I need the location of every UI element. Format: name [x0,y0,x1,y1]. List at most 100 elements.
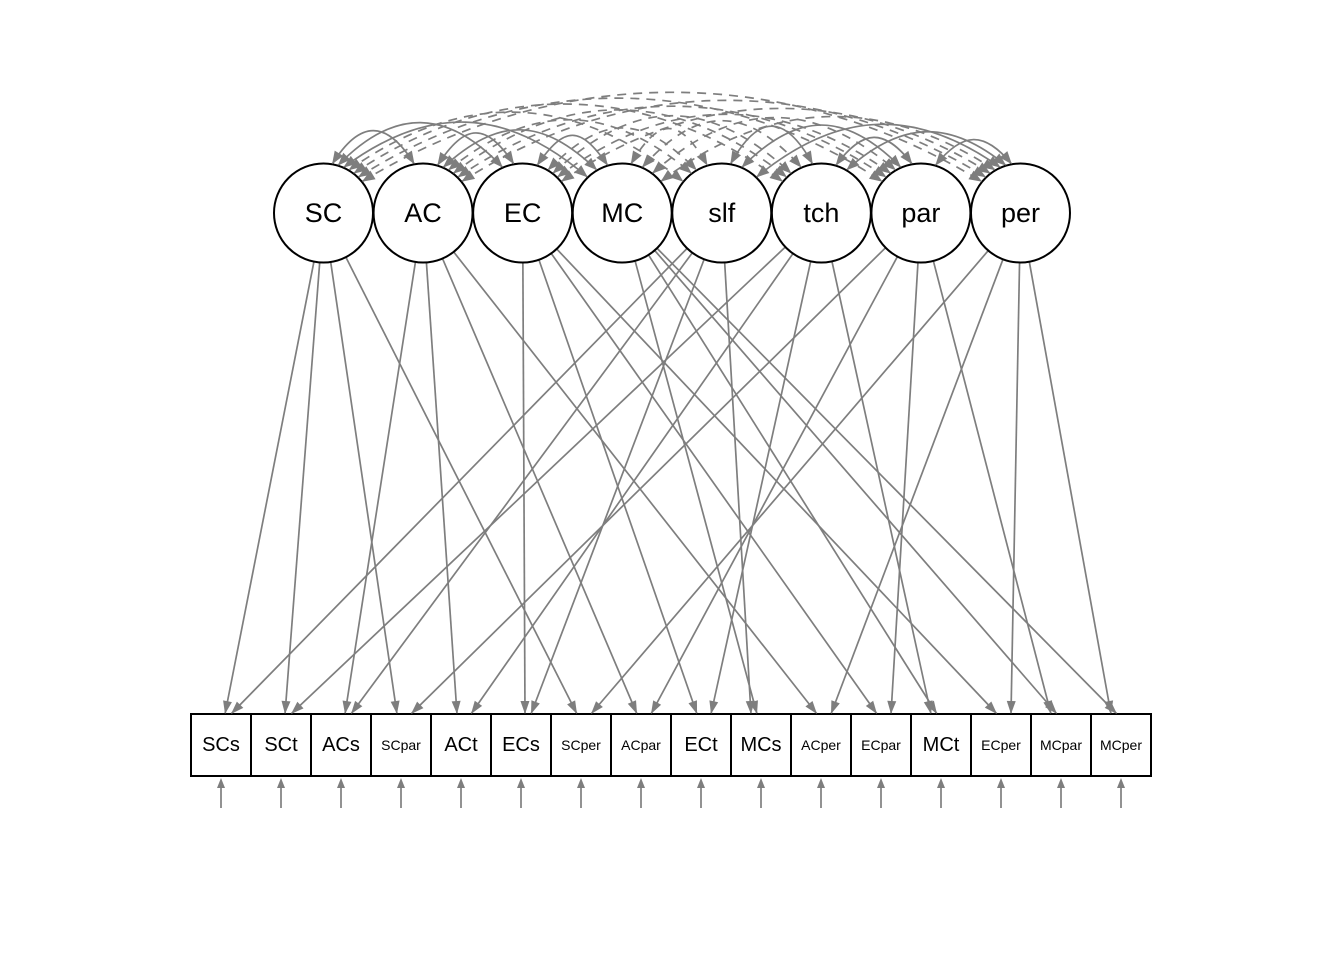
loading-arrowhead-icon [291,701,304,714]
manifest-label-ACpar: ACpar [621,737,661,753]
covariance-arrowhead-icon [490,154,503,168]
manifest-label-ECper: ECper [981,737,1021,753]
covariance-arrowhead-icon [769,169,783,182]
loading-arrowhead-icon [865,700,877,714]
covariance-arrowhead-icon [560,170,575,182]
loading-arrowhead-icon [984,701,997,714]
covariance-edge-EC-MC [536,134,609,167]
loading-edge-EC-ECpar [550,252,878,715]
loading-arrowhead-icon [1043,700,1053,714]
loading-arrowhead-icon [831,700,840,714]
loading-edge-SC-SCs [224,261,315,715]
manifest-node-SCs: SCs [190,713,252,777]
loading-edge-per-MCper [1028,261,1112,715]
loading-edge-per-ECper [1010,262,1021,715]
covariance-arrowhead-icon [741,154,755,168]
loading-arrowhead-icon [411,701,424,714]
covariance-arrowhead-icon [437,151,449,166]
manifest-node-MCt: MCt [910,713,972,777]
covariance-arrowhead-icon [778,161,792,174]
manifest-label-MCper: MCper [1100,737,1142,753]
residual-arrowhead-icon [877,778,885,788]
loading-edge-MC-MCper [656,247,1118,715]
loading-arrowhead-icon [651,700,662,714]
covariance-arrowhead-icon [502,150,515,165]
covariance-arrowhead-icon [773,165,787,178]
covariance-arrowhead-icon [630,150,642,165]
manifest-rect-SCs [190,713,252,777]
covariance-arrowhead-icon [403,150,415,165]
covariance-arrowhead-icon [684,157,697,171]
loading-edge-slf-MCs [723,262,752,715]
manifest-rect-MCpar [1030,713,1092,777]
loading-edge-slf-ACs [350,252,694,715]
residual-arrowhead-icon [1057,778,1065,788]
loading-arrowhead-icon [627,700,637,714]
manifest-label-ECs: ECs [502,734,540,756]
latent-label-SC: SC [305,198,343,228]
covariance-edge-SC-par [357,97,884,183]
covariance-edge-SC-per [361,91,983,183]
covariance-arrowhead-icon [448,158,462,171]
latent-label-slf: slf [708,198,735,228]
covariance-edge-AC-MC [442,128,598,171]
covariance-arrowhead-icon [642,154,655,168]
latent-node-slf: slf [671,162,773,264]
manifest-label-ACper: ACper [801,737,841,753]
loading-edge-MC-MCs [634,260,758,715]
manifest-node-ACpar: ACpar [610,713,672,777]
covariance-arrowhead-icon [332,150,344,165]
arrowhead-layer [217,150,1125,788]
manifest-rect-ECs [490,713,552,777]
loading-arrowhead-icon [923,700,933,714]
manifest-node-MCs: MCs [730,713,792,777]
loading-edge-SC-SCper [345,256,578,715]
covariance-arrowhead-icon [552,161,566,174]
loading-arrowhead-icon [805,700,817,714]
manifest-label-SCt: SCt [264,734,298,756]
covariance-arrowhead-icon [868,170,883,182]
latent-label-tch: tch [803,198,839,228]
loading-edge-par-ACpar [650,256,899,715]
latent-node-per: per [969,162,1071,264]
covariance-arrowhead-icon [756,165,770,178]
manifest-rect-ECper [970,713,1032,777]
residual-arrowhead-icon [397,778,405,788]
residual-arrowhead-icon [517,778,525,788]
covariance-arrowhead-icon [992,153,1007,166]
covariance-edge-slf-par [740,124,902,169]
loading-arrowhead-icon [223,700,232,714]
covariance-edge-EC-per [560,107,992,183]
residual-arrowhead-icon [997,778,1005,788]
covariance-edge-EC-slf [547,127,698,171]
manifest-rect-SCt [250,713,312,777]
loading-arrowhead-icon [709,700,719,714]
residual-arrowhead-icon [337,778,345,788]
manifest-node-SCper: SCper [550,713,612,777]
manifest-label-ACt: ACt [444,734,478,756]
covariance-arrowhead-icon [999,151,1012,165]
loading-edge-AC-ACper [452,251,818,715]
loading-arrowhead-icon [1006,700,1016,714]
latent-label-par: par [901,198,940,228]
loading-arrowhead-icon [745,700,755,714]
latent-label-per: per [1001,198,1040,228]
covariance-edge-tch-par [834,136,913,167]
loading-arrowhead-icon [567,700,577,714]
covariance-edge-SC-EC [337,121,504,169]
residual-arrowhead-icon [277,778,285,788]
loading-edge-SC-SCpar [329,261,398,715]
loading-edge-slf-SCs [230,247,688,715]
loading-edge-AC-ACt [425,262,458,715]
manifest-label-ECt: ECt [684,734,718,756]
manifest-rect-MCper [1090,713,1152,777]
covariance-edge-MC-tch [641,120,803,169]
manifest-node-ECs: ECs [490,713,552,777]
residual-arrowhead-icon [1117,778,1125,788]
loading-edge-per-ACper [830,258,1004,715]
covariance-edge-EC-par [556,113,892,179]
manifest-node-ACs: ACs [310,713,372,777]
manifest-node-ACper: ACper [790,713,852,777]
manifest-label-MCs: MCs [740,734,781,756]
